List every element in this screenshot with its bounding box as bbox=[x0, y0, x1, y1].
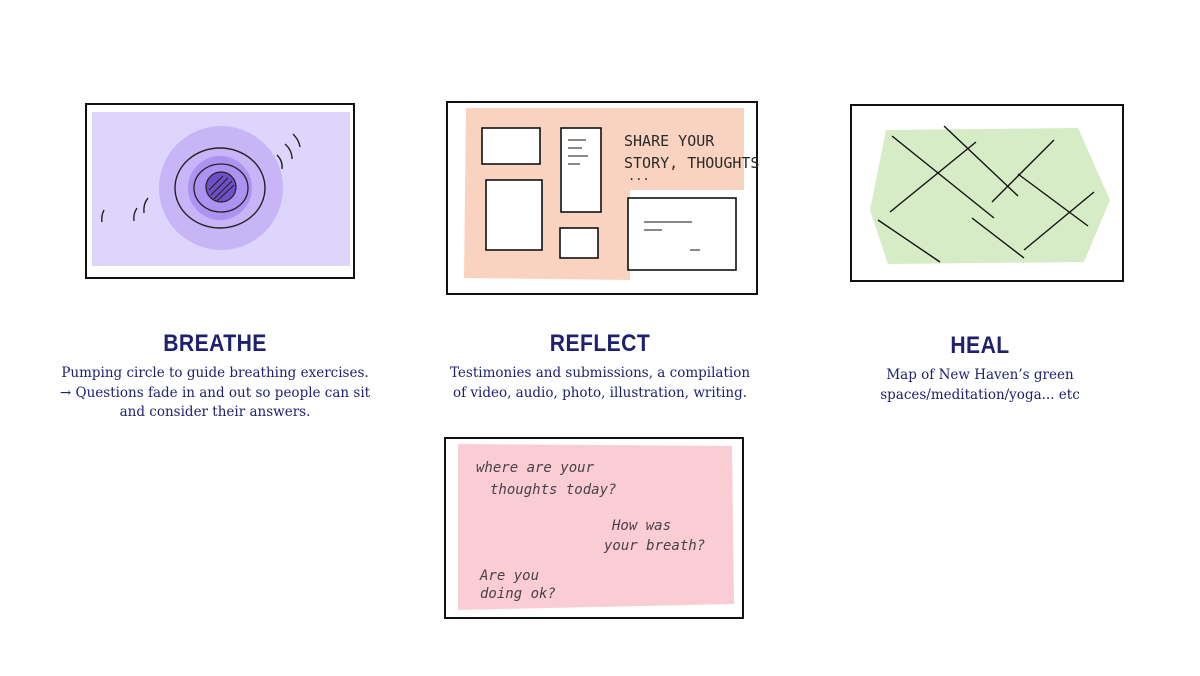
question-line-1: where are your bbox=[476, 460, 595, 476]
heal-caption: HEAL Map of New Haven’s green spaces/med… bbox=[820, 332, 1140, 405]
heal-title: HEAL bbox=[950, 332, 1010, 359]
reflect-sketch: SHARE YOUR STORY, THOUGHTS ... bbox=[444, 98, 760, 300]
breathe-description-line-1: Pumping circle to guide breathing exerci… bbox=[61, 365, 369, 381]
breathe-caption: BREATHE Pumping circle to guide breathin… bbox=[40, 330, 390, 423]
question-line-5: Are you bbox=[479, 568, 539, 584]
question-line-3: How was bbox=[611, 518, 671, 534]
question-line-4: your breath? bbox=[603, 538, 705, 554]
question-line-2: thoughts today? bbox=[490, 482, 616, 498]
reflect-description-line-2: of video, audio, photo, illustration, wr… bbox=[452, 384, 748, 401]
breathe-sketch bbox=[84, 100, 356, 282]
breathe-description-line-3: and consider their answers. bbox=[119, 404, 311, 420]
heal-sketch bbox=[848, 100, 1128, 288]
breathe-description-line-2: → Questions fade in and out so people ca… bbox=[59, 384, 371, 401]
reflect-description-line-1: Testimonies and submissions, a compilati… bbox=[449, 365, 751, 381]
reflect-title: REFLECT bbox=[549, 330, 651, 357]
breathe-title: BREATHE bbox=[163, 330, 267, 357]
reflect-sketch-line-2: STORY, THOUGHTS bbox=[624, 154, 759, 172]
reflect-caption: REFLECT Testimonies and submissions, a c… bbox=[420, 330, 780, 403]
heal-description-line-2: spaces/meditation/yoga... etc bbox=[880, 386, 1080, 403]
questions-sketch: where are your thoughts today? How was y… bbox=[442, 434, 748, 624]
reflect-sketch-line-1: SHARE YOUR bbox=[624, 132, 715, 150]
question-line-6: doing ok? bbox=[480, 586, 556, 602]
heal-description: Map of New Haven’s green spaces/meditati… bbox=[820, 366, 1140, 405]
breathe-description: Pumping circle to guide breathing exerci… bbox=[40, 364, 390, 423]
heal-description-line-1: Map of New Haven’s green bbox=[886, 367, 1074, 383]
reflect-description: Testimonies and submissions, a compilati… bbox=[420, 364, 780, 403]
reflect-sketch-line-3: ... bbox=[628, 169, 650, 183]
